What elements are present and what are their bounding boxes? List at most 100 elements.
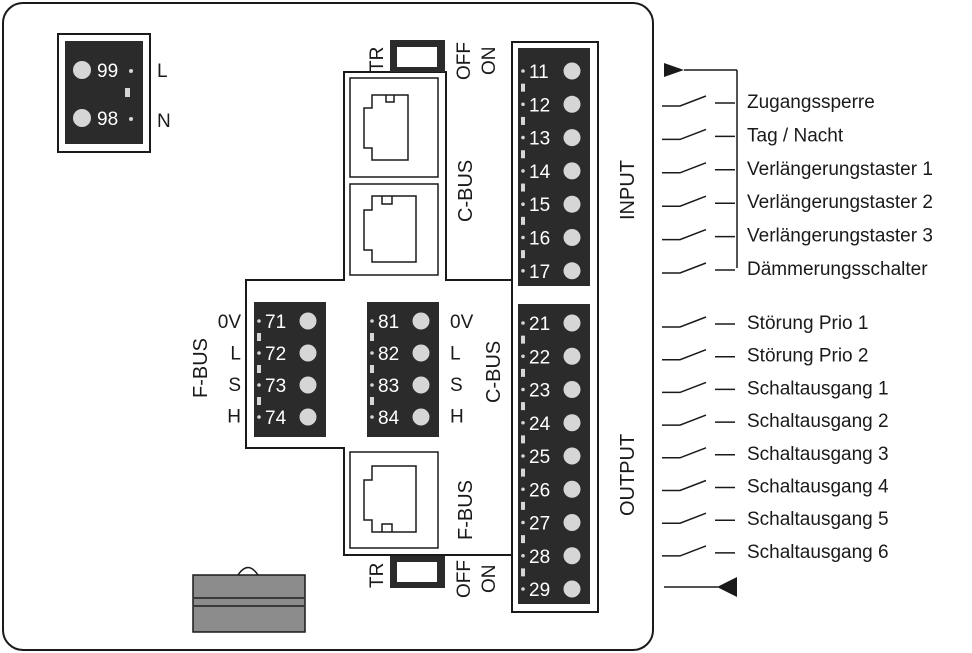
input-2-switch <box>662 162 707 174</box>
terminal-bridge <box>521 435 525 444</box>
terminal-dot-13 <box>521 135 525 140</box>
dip-switch-top[interactable] <box>390 40 445 72</box>
terminal-bridge <box>521 216 525 225</box>
screw-15[interactable] <box>563 195 581 213</box>
screw-23[interactable] <box>563 381 581 398</box>
input-label-3: Verlängerungstaster 2 <box>747 192 933 213</box>
output-5-switch <box>662 479 707 492</box>
terminal-26: 26 <box>529 480 550 501</box>
bus-label-cbus_block-1: L <box>450 344 461 365</box>
bus-label-fbus_block-2: S <box>228 375 241 396</box>
terminal-bridge <box>257 333 261 341</box>
dip-bottom-tr: TR <box>367 563 388 588</box>
input-label-0: Zugangssperre <box>747 92 875 113</box>
terminal-17: 17 <box>529 262 550 283</box>
cbus-port-2[interactable] <box>349 183 439 276</box>
terminal-bridge <box>521 335 525 344</box>
input-4-switch <box>662 228 707 241</box>
terminal-bridge <box>521 368 525 377</box>
terminal-bridge <box>370 365 374 373</box>
output-1-switch <box>662 348 707 361</box>
screw-24[interactable] <box>563 414 581 432</box>
output-2-switch <box>662 381 707 394</box>
terminal-dot-17 <box>521 269 525 273</box>
input-0-switch <box>662 95 707 107</box>
power-label-l: L <box>157 61 168 82</box>
screw-83[interactable] <box>412 376 430 394</box>
terminal-bridge <box>521 568 525 577</box>
screw-29[interactable] <box>563 580 581 598</box>
terminal-dot-81 <box>370 319 374 323</box>
terminal-74: 74 <box>265 408 287 429</box>
terminal-bridge <box>370 333 374 341</box>
terminal-bridge <box>257 365 261 373</box>
terminal-dot-29 <box>521 587 525 591</box>
screw-12[interactable] <box>563 95 581 113</box>
terminal-bridge <box>521 468 525 477</box>
terminal-dot-71 <box>257 319 261 323</box>
terminal-bridge <box>521 183 525 192</box>
terminal-82: 82 <box>378 344 399 365</box>
input-label-4: Verlängerungstaster 3 <box>747 226 933 247</box>
screw-28[interactable] <box>563 547 581 565</box>
output-arrow-icon <box>717 577 737 597</box>
dip-bottom-on: ON <box>479 565 500 594</box>
screw-82[interactable] <box>412 344 430 362</box>
terminal-15: 15 <box>529 195 550 216</box>
input-title: INPUT <box>617 160 639 220</box>
bus-label-fbus_block-1: L <box>230 344 241 365</box>
terminal-bridge <box>521 402 525 411</box>
output-label-3: Schaltausgang 2 <box>747 411 889 432</box>
screw-81[interactable] <box>412 312 430 330</box>
terminal-21: 21 <box>529 314 550 335</box>
terminal-73: 73 <box>265 376 286 397</box>
terminal-dot-14 <box>521 169 525 173</box>
screw-72[interactable] <box>299 344 317 362</box>
screw-25[interactable] <box>563 447 581 465</box>
screw-14[interactable] <box>563 162 581 180</box>
fbus-port-label: F-BUS <box>455 480 477 540</box>
terminal-dot-74 <box>257 415 261 419</box>
screw-22[interactable] <box>563 347 581 365</box>
terminal-bridge <box>521 250 525 259</box>
screw-17[interactable] <box>563 262 581 280</box>
screw-27[interactable] <box>563 514 581 531</box>
terminal-bridge <box>521 116 525 125</box>
dip-top-tr: TR <box>367 47 388 72</box>
battery-plug <box>192 566 306 633</box>
output-4-switch <box>662 447 707 459</box>
terminal-99: 99 <box>97 61 118 82</box>
terminal-bridge <box>521 501 525 510</box>
terminal-28: 28 <box>529 547 550 568</box>
screw-11[interactable] <box>563 62 581 80</box>
terminal-dot-73 <box>257 383 261 387</box>
screw-26[interactable] <box>563 480 581 498</box>
terminal-dot-24 <box>521 420 525 425</box>
terminal-13: 13 <box>529 129 550 150</box>
output-7-switch <box>662 545 707 557</box>
screw-13[interactable] <box>563 129 581 147</box>
screw-16[interactable] <box>563 229 581 246</box>
bus-label-fbus_block-3: H <box>227 407 241 428</box>
terminal-dot-25 <box>521 454 525 458</box>
terminal-dot-16 <box>521 235 525 240</box>
cbus-port-1[interactable] <box>349 77 439 178</box>
terminal-dot-26 <box>521 487 525 492</box>
input-1-switch <box>662 128 707 141</box>
screw-21[interactable] <box>563 314 581 332</box>
screw-73[interactable] <box>299 376 317 394</box>
cbus-ports-label: C-BUS <box>455 160 477 222</box>
screw-84[interactable] <box>412 408 430 426</box>
terminal-dot-27 <box>521 520 525 525</box>
screw-74[interactable] <box>299 408 317 426</box>
terminal-bridge <box>521 535 525 544</box>
screw-71[interactable] <box>299 312 317 330</box>
dip-top-off: OFF <box>454 42 475 80</box>
fbus-port[interactable] <box>349 451 439 549</box>
dip-switch-bottom[interactable] <box>390 556 445 588</box>
